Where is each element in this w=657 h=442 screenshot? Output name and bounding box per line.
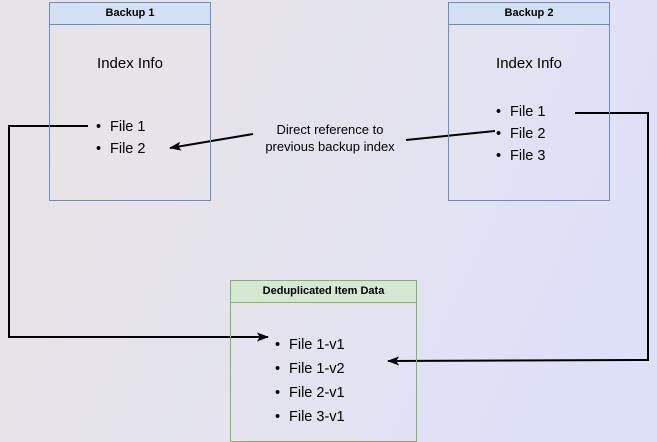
node-backup-2-body: Index Info (449, 25, 609, 200)
edge-label-line-1: Direct reference to (276, 122, 384, 137)
node-backup-1-body: Index Info (50, 25, 210, 200)
list-item[interactable]: File 2 (496, 123, 545, 145)
node-backup-2-index-info-label: Index Info (496, 55, 562, 72)
node-backup-1-index-info-label: Index Info (97, 55, 163, 72)
backup-1-file-list: File 1 File 2 (96, 116, 145, 160)
node-backup-1[interactable]: Backup 1 Index Info (49, 2, 211, 201)
list-item[interactable]: File 1-v1 (275, 333, 345, 357)
list-item[interactable]: File 2-v1 (275, 381, 345, 405)
node-deduplicated-item-data[interactable]: Deduplicated Item Data (230, 280, 417, 442)
list-item[interactable]: File 2 (96, 138, 145, 160)
list-item[interactable]: File 1 (96, 116, 145, 138)
node-backup-1-header: Backup 1 (50, 3, 210, 25)
list-item[interactable]: File 1 (496, 101, 545, 123)
list-item[interactable]: File 1-v2 (275, 357, 345, 381)
node-backup-2[interactable]: Backup 2 Index Info (448, 2, 610, 201)
node-backup-2-header: Backup 2 (449, 3, 609, 25)
edge-label-line-2: previous backup index (265, 139, 395, 154)
backup-2-file-list: File 1 File 2 File 3 (496, 101, 545, 167)
node-deduplicated-item-data-header: Deduplicated Item Data (231, 281, 416, 303)
list-item[interactable]: File 3-v1 (275, 405, 345, 429)
list-item[interactable]: File 3 (496, 145, 545, 167)
edge-label-direct-reference: Direct reference to previous backup inde… (244, 121, 416, 155)
deduplicated-item-list: File 1-v1 File 1-v2 File 2-v1 File 3-v1 (275, 333, 345, 429)
